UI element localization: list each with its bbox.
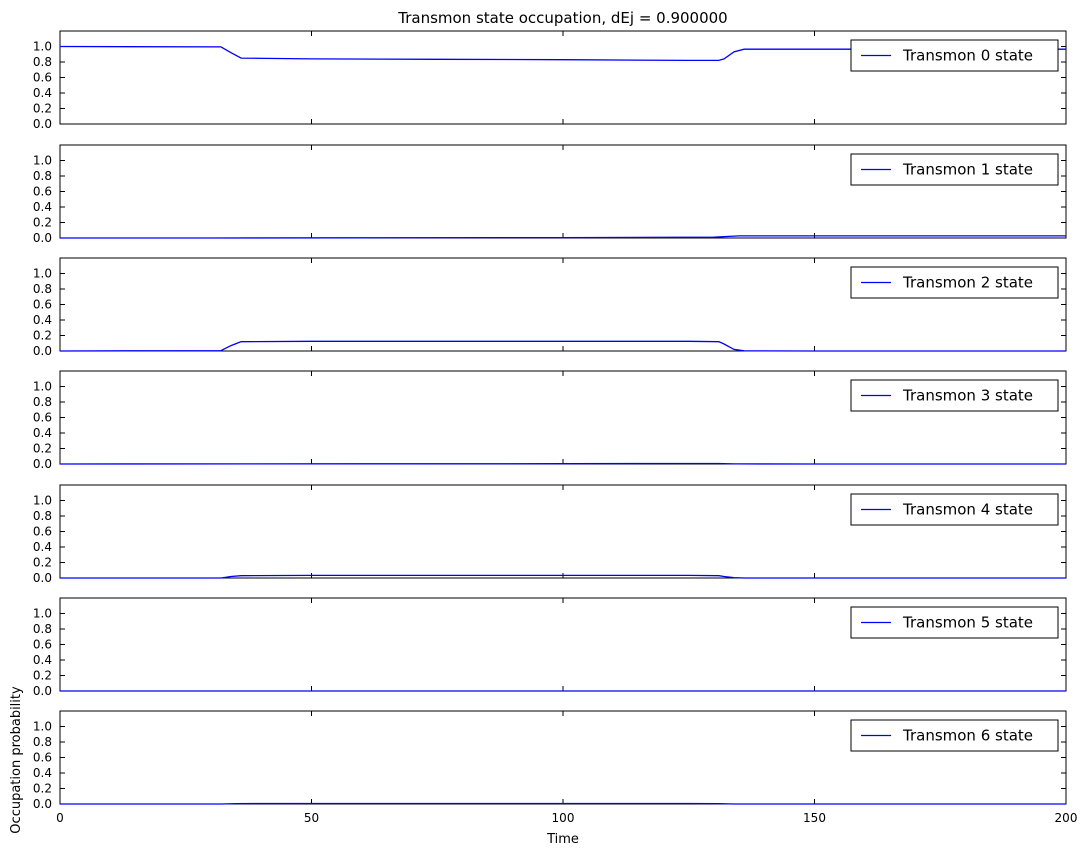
- y-tick-label: 0.2: [33, 556, 52, 570]
- y-tick-label: 0.2: [33, 782, 52, 796]
- y-tick-label: 0.2: [33, 442, 52, 456]
- series-line: [60, 802, 1066, 805]
- y-tick-label: 0.6: [33, 71, 52, 85]
- y-tick-label: 0.0: [33, 231, 52, 245]
- y-tick-label: 1.0: [33, 40, 52, 54]
- y-tick-label: 0.8: [33, 622, 52, 636]
- x-tick-label: 200: [1055, 811, 1078, 825]
- y-tick-label: 1.0: [33, 154, 52, 168]
- y-tick-label: 1.0: [33, 267, 52, 281]
- series-line: [60, 574, 1066, 579]
- y-tick-label: 0.6: [33, 185, 52, 199]
- y-tick-label: 0.4: [33, 766, 52, 780]
- y-tick-label: 0.0: [33, 571, 52, 585]
- y-tick-label: 1.0: [33, 607, 52, 621]
- subplot-6: 0.00.2 0.40.6 0.81.0 0 50 100 150 200 Transmon 6…: [33, 710, 1078, 825]
- y-tick-label: 0.6: [33, 638, 52, 652]
- x-tick-label: 0: [56, 811, 64, 825]
- x-axis-label: Time: [546, 832, 579, 847]
- y-tick-label: 0.4: [33, 426, 52, 440]
- chart-title: Transmon state occupation, dEj = 0.90000…: [397, 9, 727, 27]
- y-tick-label: 0.6: [33, 411, 52, 425]
- y-axis-label: Occupation probability: [9, 686, 24, 834]
- y-tick-label: 0.8: [33, 735, 52, 749]
- legend-label: Transmon 5 state: [902, 614, 1033, 632]
- y-tick-label: 0.2: [33, 216, 52, 230]
- legend-label: Transmon 2 state: [902, 274, 1033, 292]
- y-tick-label: 0.0: [33, 684, 52, 698]
- y-tick-label: 0.6: [33, 298, 52, 312]
- y-tick-label: 0.2: [33, 669, 52, 683]
- legend-label: Transmon 0 state: [902, 47, 1033, 65]
- legend-label: Transmon 4 state: [902, 501, 1033, 519]
- y-tick-label: 0.4: [33, 653, 52, 667]
- y-tick-label: 0.0: [33, 797, 52, 811]
- y-tick-label: 0.6: [33, 751, 52, 765]
- y-tick-label: 0.2: [33, 102, 52, 116]
- y-tick-label: 0.2: [33, 329, 52, 343]
- series-line: [60, 235, 1066, 239]
- y-tick-label: 0.4: [33, 313, 52, 327]
- y-tick-label: 0.8: [33, 282, 52, 296]
- series-line: [59, 462, 1066, 465]
- x-tick-label: 150: [803, 811, 826, 825]
- y-tick-label: 0.6: [33, 525, 52, 539]
- y-tick-label: 0.8: [33, 509, 52, 523]
- y-tick-label: 0.4: [33, 540, 52, 554]
- y-tick-label: 1.0: [33, 720, 52, 734]
- x-tick-label: 100: [552, 811, 575, 825]
- y-tick-label: 0.0: [33, 117, 52, 131]
- y-tick-label: 1.0: [33, 494, 52, 508]
- y-tick-label: 0.8: [33, 55, 52, 69]
- x-tick-label: 50: [304, 811, 319, 825]
- y-tick-label: 0.4: [33, 86, 52, 100]
- y-tick-label: 0.8: [33, 395, 52, 409]
- series-line: [59, 45, 1066, 62]
- series-line: [59, 340, 1066, 352]
- legend-label: Transmon 6 state: [902, 727, 1033, 745]
- legend-label: Transmon 3 state: [902, 387, 1033, 405]
- y-tick-label: 1.0: [33, 380, 52, 394]
- y-tick-label: 0.0: [33, 457, 52, 471]
- y-tick-label: 0.4: [33, 200, 52, 214]
- y-tick-label: 0.0: [33, 344, 52, 358]
- legend-label: Transmon 1 state: [902, 161, 1033, 179]
- y-tick-label: 0.8: [33, 169, 52, 183]
